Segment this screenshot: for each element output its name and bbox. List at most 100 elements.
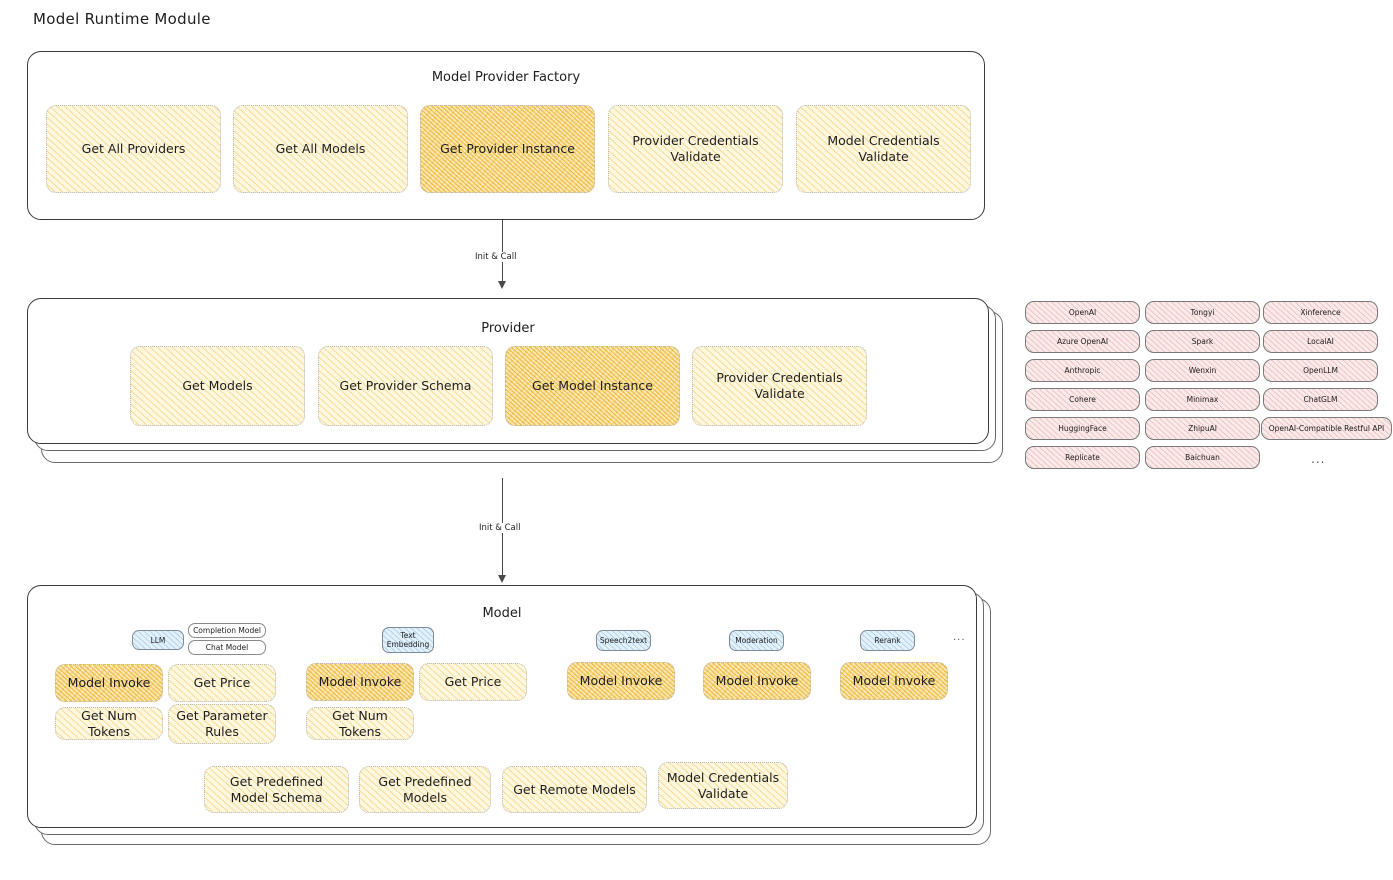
provider-pill-spark[interactable]: Spark (1145, 330, 1260, 353)
model-method-label: Get Num Tokens (332, 707, 388, 739)
model-method-label: Model Credentials Validate (666, 769, 780, 801)
provider-pill-wenxin[interactable]: Wenxin (1145, 359, 1260, 382)
factory-node-label: Get All Models (275, 141, 366, 156)
model-method-model-credentials-validate[interactable]: Model Credentials Validate (658, 762, 788, 809)
arrow-provider-to-model-label: Init & Call (476, 523, 524, 533)
provider-pill-label: Cohere (1069, 395, 1096, 404)
model-type-tag-moderation[interactable]: Moderation (729, 630, 784, 651)
provider-node-label: Provider Credentials Validate (716, 370, 843, 401)
model-method-label: Model Invoke (852, 673, 936, 688)
factory-node-label: Model Credentials Validate (827, 133, 940, 164)
model-method-get-predefined-models[interactable]: Get Predefined Models (359, 766, 491, 813)
model-type-label: Speech2text (599, 636, 648, 645)
model-type-tag-llm[interactable]: LLM (132, 630, 184, 650)
factory-node-label: Get Provider Instance (440, 141, 575, 156)
factory-node-label: Provider Credentials Validate (632, 133, 759, 164)
model-title: Model (482, 606, 522, 621)
provider-pill-label: Wenxin (1188, 366, 1217, 375)
provider-node-get-model-instance[interactable]: Get Model Instance (505, 346, 680, 426)
provider-pill-openllm[interactable]: OpenLLM (1263, 359, 1378, 382)
provider-pill-label: OpenLLM (1303, 366, 1338, 375)
factory-node-get-provider-instance[interactable]: Get Provider Instance (420, 105, 595, 193)
provider-pill-azure-openai[interactable]: Azure OpenAI (1025, 330, 1140, 353)
provider-pill-replicate[interactable]: Replicate (1025, 446, 1140, 469)
provider-list-more-icon: ... (1311, 452, 1326, 466)
model-method-text-embedding-get-price[interactable]: Get Price (419, 663, 527, 701)
arrow-factory-to-provider-line (502, 220, 504, 283)
factory-node-provider-credentials-validate[interactable]: Provider Credentials Validate (608, 105, 783, 193)
model-method-get-predefined-model-schema[interactable]: Get Predefined Model Schema (204, 766, 349, 813)
page-title: Model Runtime Module (33, 10, 211, 28)
provider-node-label: Get Provider Schema (339, 378, 472, 393)
provider-pill-label: LocalAI (1307, 337, 1334, 346)
model-method-label: Get Predefined Models (378, 773, 472, 805)
model-method-llm-get-parameter-rules[interactable]: Get Parameter Rules (168, 704, 276, 744)
model-method-moderation-model-invoke[interactable]: Model Invoke (703, 662, 811, 700)
provider-pill-label: Minimax (1186, 395, 1219, 404)
provider-pill-openai-compatible-restful-api[interactable]: OpenAI-Compatible Restful API (1261, 417, 1392, 440)
factory-node-label: Get All Providers (81, 141, 186, 156)
model-method-label: Get Num Tokens (81, 707, 137, 739)
provider-pill-localai[interactable]: LocalAI (1263, 330, 1378, 353)
provider-pill-label: OpenAI (1068, 308, 1097, 317)
model-type-tag-text-embedding[interactable]: Text Embedding (382, 627, 434, 653)
model-method-llm-get-price[interactable]: Get Price (168, 664, 276, 702)
provider-pill-label: ChatGLM (1303, 395, 1338, 404)
provider-node-label: Get Models (182, 378, 253, 393)
factory-node-get-all-providers[interactable]: Get All Providers (46, 105, 221, 193)
model-method-label: Get Remote Models (513, 781, 636, 797)
model-method-rerank-model-invoke[interactable]: Model Invoke (840, 662, 948, 700)
provider-node-get-provider-schema[interactable]: Get Provider Schema (318, 346, 493, 426)
model-method-llm-model-invoke[interactable]: Model Invoke (55, 664, 163, 702)
model-card: Model LLM Completion Model Chat Model Te… (27, 585, 977, 828)
provider-pill-anthropic[interactable]: Anthropic (1025, 359, 1140, 382)
provider-pill-huggingface[interactable]: HuggingFace (1025, 417, 1140, 440)
provider-node-get-models[interactable]: Get Models (130, 346, 305, 426)
model-subtype-label: Chat Model (205, 643, 249, 652)
provider-pill-label: Replicate (1065, 453, 1100, 462)
model-type-tag-rerank[interactable]: Rerank (860, 630, 915, 651)
model-method-label: Model Invoke (579, 673, 663, 688)
model-method-text-embedding-get-num-tokens[interactable]: Get Num Tokens (306, 707, 414, 740)
model-type-tag-speech2text[interactable]: Speech2text (596, 630, 651, 651)
provider-pill-label: HuggingFace (1058, 424, 1107, 433)
provider-pill-minimax[interactable]: Minimax (1145, 388, 1260, 411)
provider-node-provider-credentials-validate[interactable]: Provider Credentials Validate (692, 346, 867, 426)
provider-pill-xinference[interactable]: Xinference (1263, 301, 1378, 324)
model-method-text-embedding-model-invoke[interactable]: Model Invoke (306, 663, 414, 701)
factory-node-model-credentials-validate[interactable]: Model Credentials Validate (796, 105, 971, 193)
model-method-get-remote-models[interactable]: Get Remote Models (502, 766, 647, 813)
model-subtype-tag-chat-model[interactable]: Chat Model (188, 640, 266, 655)
provider-pill-cohere[interactable]: Cohere (1025, 388, 1140, 411)
model-method-llm-get-num-tokens[interactable]: Get Num Tokens (55, 707, 163, 740)
provider-pill-openai[interactable]: OpenAI (1025, 301, 1140, 324)
provider-pill-label: OpenAI-Compatible Restful API (1268, 424, 1385, 433)
model-subtype-tag-completion-model[interactable]: Completion Model (188, 623, 266, 638)
provider-node-label: Get Model Instance (532, 378, 653, 393)
model-method-label: Model Invoke (715, 673, 799, 688)
provider-pill-chatglm[interactable]: ChatGLM (1263, 388, 1378, 411)
provider-pill-label: Azure OpenAI (1056, 337, 1109, 346)
model-method-speech2text-model-invoke[interactable]: Model Invoke (567, 662, 675, 700)
provider-pill-tongyi[interactable]: Tongyi (1145, 301, 1260, 324)
provider-pill-baichuan[interactable]: Baichuan (1145, 446, 1260, 469)
model-provider-factory-title: Model Provider Factory (431, 70, 581, 85)
model-method-label: Get Predefined Model Schema (229, 773, 324, 805)
model-method-label: Get Price (444, 674, 502, 689)
provider-card: Provider Get Models Get Provider Schema … (27, 298, 989, 444)
provider-pill-label: Tongyi (1190, 308, 1215, 317)
model-type-label: Rerank (874, 636, 901, 645)
arrow-factory-to-provider-label: Init & Call (472, 252, 520, 262)
model-type-label: Text Embedding (386, 631, 430, 649)
model-type-label: Moderation (735, 636, 778, 645)
provider-title: Provider (481, 321, 535, 336)
factory-node-get-all-models[interactable]: Get All Models (233, 105, 408, 193)
model-method-label: Model Invoke (318, 674, 402, 689)
provider-pill-label: Anthropic (1064, 366, 1101, 375)
provider-pill-zhipuai[interactable]: ZhipuAI (1145, 417, 1260, 440)
model-subtype-label: Completion Model (193, 626, 261, 635)
model-provider-factory-card: Model Provider Factory Get All Providers… (27, 51, 985, 220)
provider-pill-label: Baichuan (1185, 453, 1220, 462)
provider-pill-label: Spark (1191, 337, 1214, 346)
model-method-label: Model Invoke (67, 675, 151, 690)
